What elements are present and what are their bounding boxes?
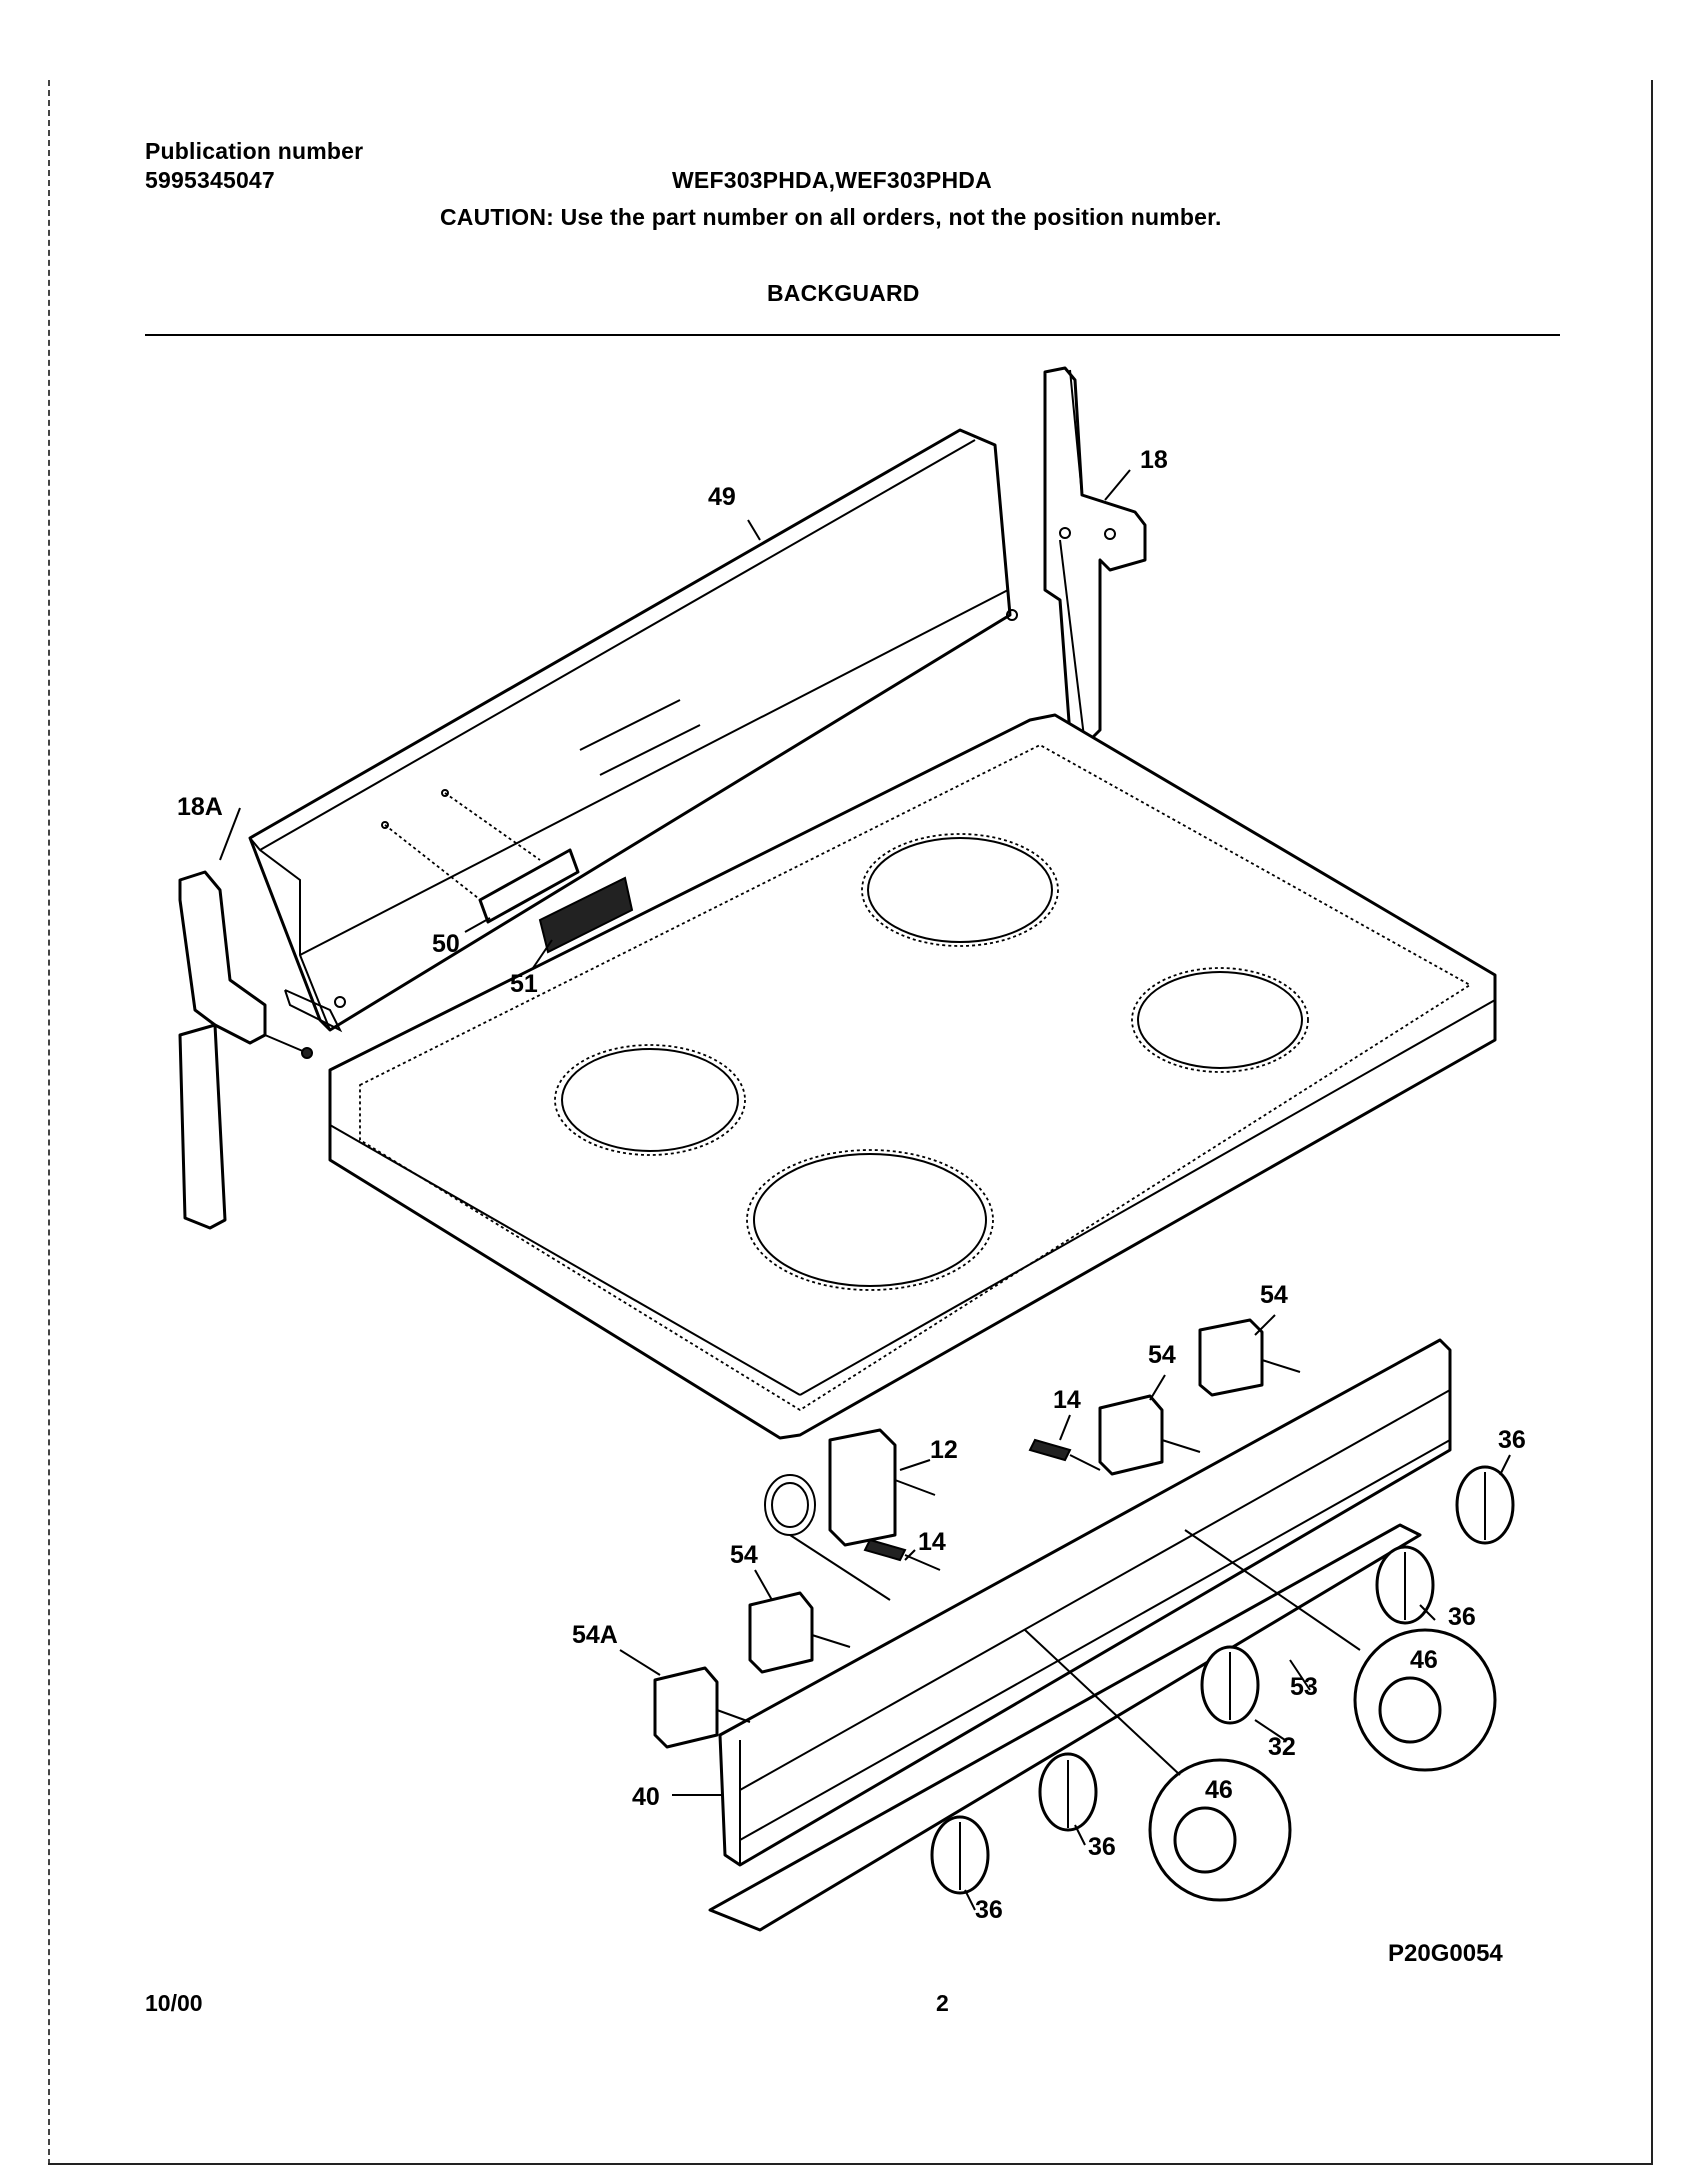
callout-53: 53 xyxy=(1290,1673,1318,1701)
control-panel xyxy=(708,1338,1452,1932)
callout-14-top: 14 xyxy=(1053,1386,1081,1414)
caution-note: CAUTION: Use the part number on all orde… xyxy=(440,204,1222,230)
section-title: BACKGUARD xyxy=(767,280,920,306)
page-border-left xyxy=(48,80,50,2165)
page-border-right xyxy=(1651,80,1653,2165)
callout-12: 12 xyxy=(930,1436,958,1464)
publication-label: Publication number xyxy=(145,138,364,164)
leader-lines xyxy=(219,469,1511,1911)
nameplate-assembly xyxy=(381,789,634,954)
callout-46-right: 46 xyxy=(1410,1646,1438,1674)
callout-54a: 54A xyxy=(572,1621,618,1649)
callout-50: 50 xyxy=(432,930,460,958)
publication-number: 5995345047 xyxy=(145,167,275,193)
callout-40: 40 xyxy=(632,1783,660,1811)
callout-18a: 18A xyxy=(177,793,223,821)
header-rule xyxy=(145,334,1560,336)
model-number: WEF303PHDA,WEF303PHDA xyxy=(672,167,992,193)
right-end-cap xyxy=(1043,366,1147,747)
callout-54-left: 54 xyxy=(730,1541,758,1569)
callout-51: 51 xyxy=(510,970,538,998)
callout-14-bottom: 14 xyxy=(918,1528,946,1556)
backguard-panel xyxy=(248,428,1018,1033)
callout-18: 18 xyxy=(1140,446,1168,474)
infinite-switches xyxy=(653,1318,1301,1749)
callout-54-top: 54 xyxy=(1260,1281,1288,1309)
left-end-cap xyxy=(178,870,313,1230)
callout-32: 32 xyxy=(1268,1733,1296,1761)
page-number: 2 xyxy=(936,1990,949,2016)
page-border-bottom xyxy=(48,2163,1651,2165)
knob-detail-circles xyxy=(1024,1529,1497,1902)
callout-54-mid: 54 xyxy=(1148,1341,1176,1369)
callout-49: 49 xyxy=(708,483,736,511)
callout-36-bottom-left: 36 xyxy=(975,1896,1003,1924)
control-knobs xyxy=(930,1465,1515,1895)
indicator-lights xyxy=(863,1438,1101,1571)
footer-date: 10/00 xyxy=(145,1990,203,2016)
surface-element-switch xyxy=(764,1428,936,1601)
callout-36-right-mid: 36 xyxy=(1448,1603,1476,1631)
callout-46-left: 46 xyxy=(1205,1776,1233,1804)
callout-36-right-top: 36 xyxy=(1498,1426,1526,1454)
cooktop-glass xyxy=(328,713,1497,1440)
diagram-id: P20G0054 xyxy=(1388,1940,1503,1967)
callout-36-bottom-mid: 36 xyxy=(1088,1833,1116,1861)
